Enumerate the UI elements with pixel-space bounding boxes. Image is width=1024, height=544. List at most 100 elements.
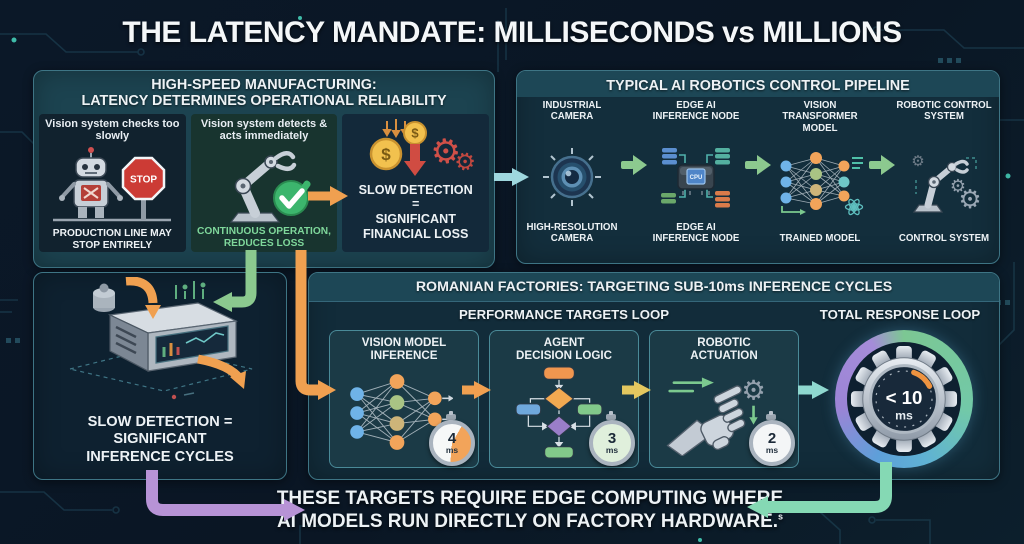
stopwatch-cap bbox=[769, 411, 773, 415]
broken-gear-glyph: ⚙ bbox=[428, 131, 463, 173]
robot-stop-icon: STOP bbox=[45, 142, 179, 228]
performance-loop-header: PERFORMANCE TARGETS LOOP bbox=[458, 307, 670, 322]
pipeline-panel-header: TYPICAL AI ROBOTICS CONTROL PIPELINE bbox=[517, 71, 999, 98]
flowchart-icon bbox=[493, 362, 635, 462]
fast-vision-caption: Vision system detects & acts immediately bbox=[200, 117, 328, 142]
pipeline-stage-control: ROBOTIC CONTROL SYSTEM ⚙ ⚙ ⚙ bbox=[895, 100, 993, 244]
financial-loss-text: SLOW DETECTION = SIGNIFICANT FINANCIAL L… bbox=[359, 183, 473, 242]
slow-detection-line3: INFERENCE CYCLES bbox=[86, 449, 234, 466]
gauge-unit: ms bbox=[895, 409, 913, 423]
response-loop-header: TOTAL RESPONSE LOOP bbox=[819, 307, 981, 322]
loss-line4: FINANCIAL LOSS bbox=[362, 227, 469, 242]
pipeline-stage-camera: INDUSTRIAL CAMERA bbox=[523, 100, 621, 244]
chip-label: CPU bbox=[690, 175, 703, 181]
stage-top-label: ROBOTIC CONTROL SYSTEM bbox=[896, 100, 992, 123]
stage-top-label: VISION TRANSFORMER MODEL bbox=[782, 100, 858, 134]
slow-vision-caption: Vision system checks too slowly bbox=[45, 117, 180, 142]
robot-arm-check-icon bbox=[203, 142, 325, 226]
stopwatch-crown bbox=[446, 414, 456, 420]
edge-node-icon: CPU bbox=[656, 132, 736, 222]
stopwatch-face: 2 ms bbox=[749, 420, 795, 466]
loss-line1: SLOW DETECTION bbox=[358, 182, 473, 197]
robot-arm-icon: ⚙ ⚙ ⚙ bbox=[906, 132, 982, 233]
vision-inference-target: VISION MODEL INFERENCE bbox=[329, 330, 479, 468]
stopwatch-value: 3 bbox=[607, 430, 617, 448]
fast-vision-case: Vision system detects & acts immediately bbox=[190, 113, 338, 252]
gear-glyph: ⚙ bbox=[911, 153, 924, 170]
factories-panel: ROMANIAN FACTORIES: TARGETING SUB-10ms I… bbox=[308, 272, 1000, 480]
target-label-line2: DECISION LOGIC bbox=[516, 349, 612, 363]
stop-sign-label: STOP bbox=[130, 175, 157, 186]
gear-glyph: ⚙ bbox=[958, 184, 981, 214]
robotic-actuation-target: ROBOTIC ACTUATION ⚙ bbox=[649, 330, 799, 468]
slow-vision-case: Vision system checks too slowly bbox=[39, 113, 186, 252]
stopwatch-value: 2 bbox=[767, 430, 777, 448]
stopwatch-cap bbox=[449, 411, 453, 415]
manufacturing-header-line2: LATENCY DETERMINES OPERATIONAL RELIABILI… bbox=[81, 93, 447, 110]
gear-glyph: ⚙ bbox=[741, 375, 765, 406]
stopwatch-unit: ms bbox=[765, 445, 779, 456]
falling-money-broken-gears-icon: $ $ ⚙ ⚙ bbox=[353, 118, 479, 182]
page-title: THE LATENCY MANDATE: MILLISECONDS vs MIL… bbox=[122, 16, 902, 49]
financial-loss-case: $ $ ⚙ ⚙ SLOW DETECTION = SIGNIFICANT FIN… bbox=[342, 113, 490, 252]
slow-detection-line1: SLOW DETECTION = bbox=[87, 413, 233, 430]
factories-panel-header: ROMANIAN FACTORIES: TARGETING SUB-10ms I… bbox=[309, 273, 999, 302]
footer-superscript: s bbox=[778, 511, 784, 522]
dollar-glyph: $ bbox=[381, 145, 391, 164]
manufacturing-cases-row: Vision system checks too slowly bbox=[34, 113, 494, 257]
manufacturing-panel-header: HIGH-SPEED MANUFACTURING: LATENCY DETERM… bbox=[34, 71, 494, 114]
target-label-line1: AGENT bbox=[543, 336, 585, 349]
agent-decision-target: AGENT DECISION LOGIC bbox=[489, 330, 639, 468]
stopwatch-face: 4 ms bbox=[429, 420, 475, 466]
slow-vision-result: PRODUCTION LINE MAY STOP ENTIRELY bbox=[52, 228, 172, 251]
slow-detection-line2: SIGNIFICANT bbox=[113, 431, 207, 448]
target-label: VISION MODEL INFERENCE bbox=[362, 336, 446, 362]
pipeline-arrow-icon bbox=[745, 155, 771, 176]
gauge-value: < 10 bbox=[886, 387, 923, 408]
stopwatch-value: 4 bbox=[447, 430, 457, 448]
neural-network-icon bbox=[776, 134, 864, 233]
footer-line1: THESE TARGETS REQUIRE EDGE COMPUTING WHE… bbox=[276, 488, 784, 509]
pipeline-arrow-icon bbox=[869, 155, 895, 176]
slow-detection-panel: SLOW DETECTION = SIGNIFICANT INFERENCE C… bbox=[33, 272, 287, 480]
pipeline-stage-edge-node: EDGE AI INFERENCE NODE bbox=[647, 100, 745, 244]
stopwatch-4ms: 4 ms bbox=[427, 411, 475, 466]
factory-machine-icon bbox=[48, 276, 272, 410]
target-label-line2: INFERENCE bbox=[370, 349, 438, 363]
stopwatch-cap bbox=[609, 411, 613, 415]
footer-line2-text: AI MODELS RUN DIRECTLY ON FACTORY HARDWA… bbox=[276, 511, 779, 533]
gear-glyph: ⚙ bbox=[950, 176, 966, 196]
dollar-glyph: $ bbox=[411, 125, 419, 140]
stage-bottom-label: HIGH-RESOLUTION CAMERA bbox=[526, 221, 618, 245]
pipeline-arrow-icon bbox=[621, 155, 647, 176]
loss-line3: SIGNIFICANT bbox=[375, 212, 456, 227]
stopwatch-crown bbox=[606, 414, 616, 420]
loss-line2: = bbox=[412, 197, 420, 212]
target-label: AGENT DECISION LOGIC bbox=[516, 336, 612, 362]
target-label-line1: ROBOTIC bbox=[697, 336, 751, 349]
database-cylinders bbox=[661, 148, 730, 208]
performance-targets-row: VISION MODEL INFERENCE bbox=[329, 330, 799, 468]
camera-icon bbox=[541, 132, 603, 222]
stopwatch-unit: ms bbox=[445, 445, 459, 456]
factories-panel-body: PERFORMANCE TARGETS LOOP TOTAL RESPONSE … bbox=[309, 302, 999, 478]
stopwatch-face: 3 ms bbox=[589, 420, 635, 466]
stopwatch-unit: ms bbox=[605, 445, 619, 456]
gear-gauge-icon: < 10 ms bbox=[850, 345, 958, 453]
stage-top-label: EDGE AI INFERENCE NODE bbox=[652, 100, 740, 123]
signal-chart-decoration bbox=[175, 281, 206, 299]
stage-top-label: INDUSTRIAL CAMERA bbox=[542, 100, 602, 123]
stage-bottom-label: CONTROL SYSTEM bbox=[898, 233, 990, 245]
target-label-line2: ACTUATION bbox=[690, 349, 758, 363]
total-response-gauge: < 10 ms bbox=[824, 326, 974, 472]
manufacturing-panel: HIGH-SPEED MANUFACTURING: LATENCY DETERM… bbox=[33, 70, 495, 268]
target-label: ROBOTIC ACTUATION bbox=[690, 336, 757, 362]
manufacturing-header-line1: HIGH-SPEED MANUFACTURING: bbox=[151, 77, 377, 93]
target-label-line1: VISION MODEL bbox=[361, 336, 447, 349]
stopwatch-crown bbox=[766, 414, 776, 420]
pipeline-stage-model: VISION TRANSFORMER MODEL bbox=[771, 100, 869, 244]
slow-detection-text: SLOW DETECTION = SIGNIFICANT INFERENCE C… bbox=[86, 414, 234, 479]
stopwatch-3ms: 3 ms bbox=[587, 411, 635, 466]
robot-hand-icon: ⚙ bbox=[653, 362, 795, 462]
